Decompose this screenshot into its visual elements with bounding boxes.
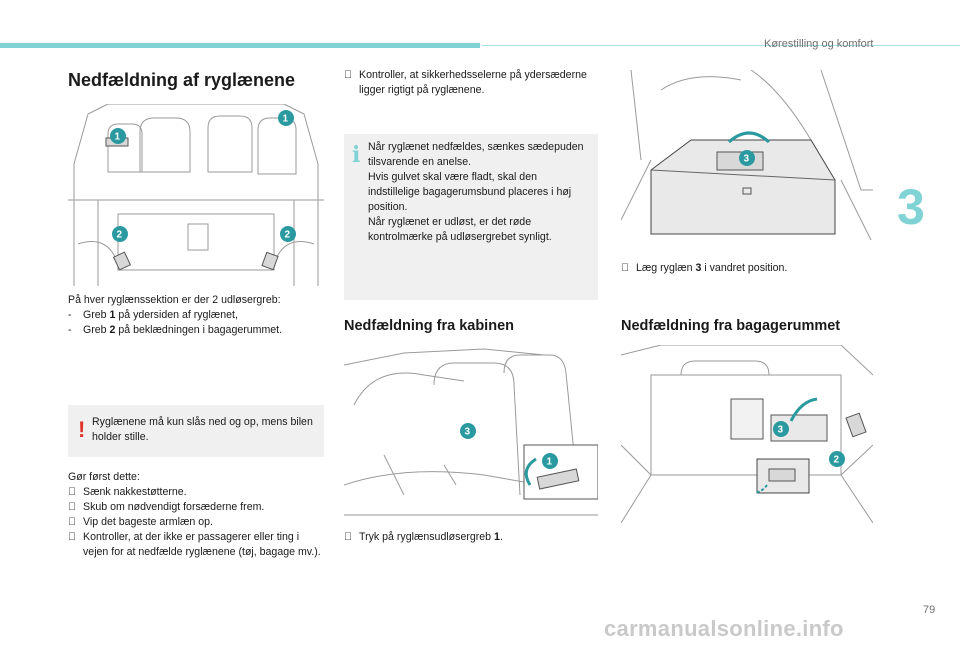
cabin-illustration: 3 1 xyxy=(344,345,598,523)
warning-box: ! Ryglænene må kun slås ned og op, mens … xyxy=(68,405,324,457)
page-number: 79 xyxy=(923,604,936,616)
rear-seats-illustration: 1 1 2 2 xyxy=(68,104,324,286)
preparation-title: Gør først dette: xyxy=(68,471,140,483)
info-icon: i xyxy=(352,142,361,168)
chapter-header-title: Kørestilling og komfort xyxy=(764,38,874,50)
svg-text:1: 1 xyxy=(283,114,289,125)
fold-step: Læg ryglæn 3 i vandret position. xyxy=(621,261,873,276)
list-item: Skub om nødvendigt forsæderne frem. xyxy=(68,501,265,513)
list-item: Kontroller, at der ikke er passagerer e… xyxy=(68,531,321,558)
svg-text:1: 1 xyxy=(115,132,121,143)
figure-callout-1: 1 xyxy=(542,453,558,469)
figure-folded-seat: 3 xyxy=(621,70,873,250)
list-item: Læg ryglæn 3 i vandret position. xyxy=(621,262,788,274)
chapter-number: 3 xyxy=(897,179,925,235)
figure-callout-1b: 1 xyxy=(278,110,294,126)
figure-callout-3: 3 xyxy=(460,423,476,439)
seatbelt-check: Kontroller, at sikkerhedsselerne på yde… xyxy=(344,68,598,98)
cabin-section-title: Nedfældning fra kabinen xyxy=(344,318,514,334)
svg-text:2: 2 xyxy=(117,230,123,241)
svg-text:1: 1 xyxy=(547,457,553,468)
list-item: - Greb 2 på beklædningen i bagagerummet. xyxy=(68,324,283,336)
section-title: Nedfældning af ryglænene xyxy=(68,70,296,90)
warning-icon: ! xyxy=(78,417,86,442)
list-item: Tryk på ryglænsudløsergreb 1. xyxy=(344,531,503,543)
list-item: Vip det bageste armlæn op. xyxy=(68,516,213,528)
figure-callout-1a: 1 xyxy=(110,128,126,144)
trunk-section-title: Nedfældning fra bagagerummet xyxy=(621,318,841,334)
svg-text:3: 3 xyxy=(465,427,471,438)
svg-text:2: 2 xyxy=(285,230,291,241)
release-levers-intro: På hver ryglænssektion er der 2 udløserg… xyxy=(68,294,281,306)
figure-trunk: 3 2 xyxy=(621,345,873,523)
info-box: i Når ryglænet nedfældes, sænkes sædepud… xyxy=(344,134,598,300)
figure-rear-seats: 1 1 2 2 xyxy=(68,104,324,286)
trunk-illustration: 3 2 xyxy=(621,345,873,523)
svg-text:2: 2 xyxy=(834,455,840,466)
header-accent-line xyxy=(482,45,960,46)
figure-callout-3: 3 xyxy=(739,150,755,166)
preparation-list: Gør først dette: Sænk nakkestøtterne. … xyxy=(68,470,324,560)
warning-text: Ryglænene må kun slås ned og op, mens bi… xyxy=(92,416,313,443)
watermark: carmanualsonline.info xyxy=(604,616,844,641)
cabin-step: Tryk på ryglænsudløsergreb 1. xyxy=(344,530,598,545)
figure-callout-2b: 2 xyxy=(280,226,296,242)
list-item: Kontroller, at sikkerhedsselerne på yde… xyxy=(344,69,587,96)
folded-seat-illustration: 3 xyxy=(621,70,873,250)
list-item: - Greb 1 på ydersiden af ryglænet, xyxy=(68,309,238,321)
svg-text:3: 3 xyxy=(778,425,784,436)
release-levers-text: På hver ryglænssektion er der 2 udløserg… xyxy=(68,293,324,338)
svg-text:3: 3 xyxy=(744,154,750,165)
figure-callout-2: 2 xyxy=(829,451,845,467)
header-accent-bar xyxy=(0,43,480,48)
chapter-tab xyxy=(892,150,960,280)
figure-callout-3: 3 xyxy=(773,421,789,437)
figure-callout-2a: 2 xyxy=(112,226,128,242)
figure-cabin: 3 1 xyxy=(344,345,598,523)
info-text: Når ryglænet nedfældes, sænkes sædepuden… xyxy=(368,141,584,243)
list-item: Sænk nakkestøtterne. xyxy=(68,486,187,498)
